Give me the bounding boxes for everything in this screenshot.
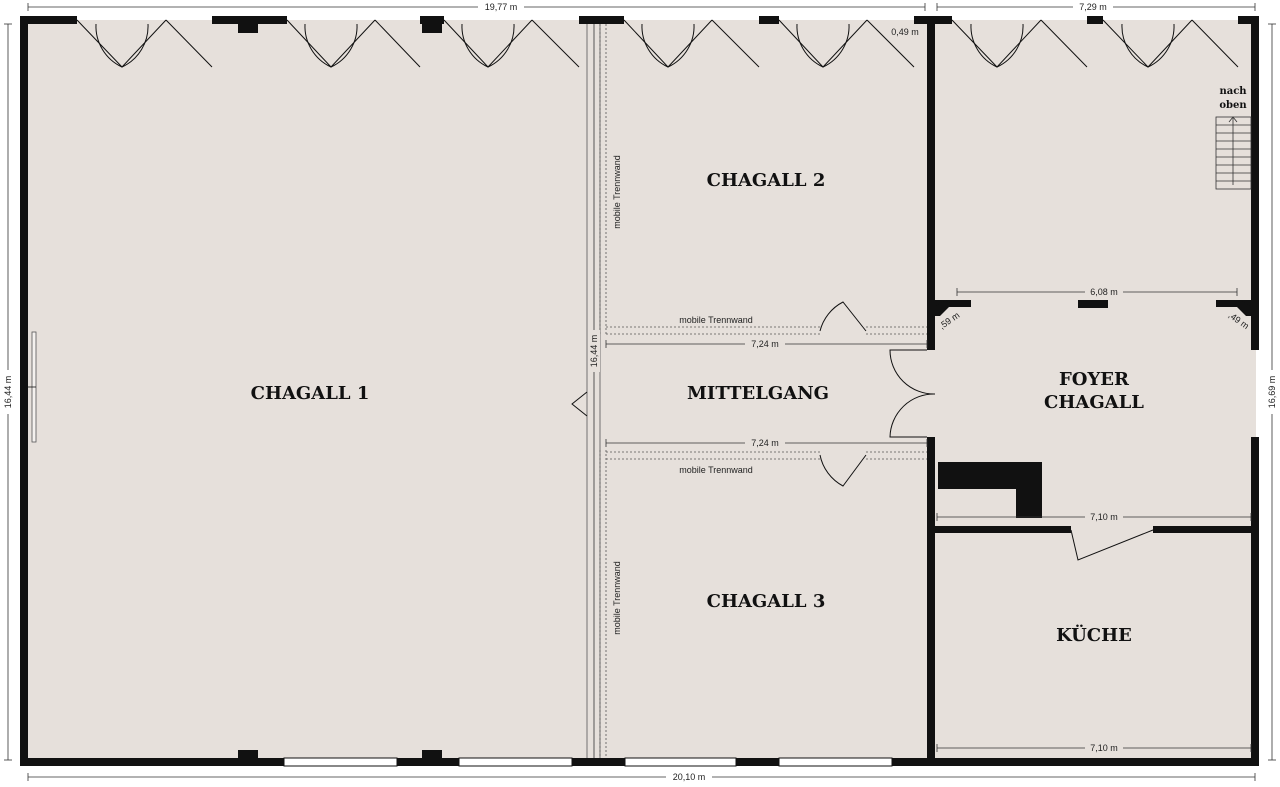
dim-partition-vertical: 16,44 m bbox=[589, 335, 599, 368]
dim-top-left: 19,77 m bbox=[485, 2, 518, 12]
wall-right-upper bbox=[1251, 16, 1259, 350]
wall-top-5 bbox=[759, 16, 779, 24]
left-wall-element bbox=[28, 331, 37, 443]
dim-right: 16,69 m bbox=[1267, 376, 1277, 409]
wall-center-lower bbox=[927, 437, 935, 766]
wall-right-lower bbox=[1251, 437, 1259, 766]
wall-bottom-3 bbox=[572, 758, 625, 766]
foyer-wall-right bbox=[1216, 300, 1251, 307]
top-doors bbox=[76, 19, 1239, 68]
trennwand-label-v-top: mobile Trennwand bbox=[612, 155, 622, 229]
dim-corner-top: 0,49 m bbox=[891, 27, 919, 37]
dim-kueche-bottom: 7,10 m bbox=[1090, 743, 1118, 753]
room-foyer-line2: CHAGALL bbox=[1044, 392, 1144, 413]
room-chagall-3: CHAGALL 3 bbox=[707, 591, 826, 612]
dim-foyer-bottom: 7,10 m bbox=[1090, 512, 1118, 522]
pillar-top-1 bbox=[238, 24, 258, 33]
stairs-label-line2: oben bbox=[1219, 100, 1247, 111]
trennwand-label-v-bottom: mobile Trennwand bbox=[612, 561, 622, 635]
foyer-corner-left bbox=[935, 300, 952, 316]
foyer-corner-right bbox=[1234, 300, 1251, 316]
dim-left: 16,44 m bbox=[3, 376, 13, 409]
wall-kitchen-left bbox=[935, 526, 1071, 533]
wall-top-3 bbox=[420, 16, 444, 24]
interior-walls bbox=[927, 16, 1251, 766]
bottom-windows bbox=[283, 757, 893, 767]
wall-top-2 bbox=[212, 16, 287, 24]
room-mittelgang: MITTELGANG bbox=[687, 383, 829, 404]
stairs bbox=[1215, 116, 1252, 190]
wall-kitchen-right bbox=[1153, 526, 1251, 533]
wall-left bbox=[20, 16, 28, 766]
stairs-label-line1: nach bbox=[1219, 86, 1247, 97]
trennwand-label-h-top: mobile Trennwand bbox=[679, 315, 753, 325]
mobile-partitions bbox=[586, 24, 927, 758]
wall-center-upper bbox=[927, 16, 935, 350]
dim-mittelgang-top: 7,24 m bbox=[751, 339, 779, 349]
dim-mittelgang-bottom: 7,24 m bbox=[751, 438, 779, 448]
pillar-bottom-2 bbox=[422, 750, 442, 758]
dim-foyer-width: 6,08 m bbox=[1090, 287, 1118, 297]
dim-top-right: 7,29 m bbox=[1079, 2, 1107, 12]
foyer-wall-left bbox=[935, 300, 971, 307]
trennwand-label-h-bottom: mobile Trennwand bbox=[679, 465, 753, 475]
wall-top-7 bbox=[1087, 16, 1103, 24]
dim-bottom: 20,10 m bbox=[673, 772, 706, 782]
pillar-top-2 bbox=[422, 24, 442, 33]
pillar-bottom-1 bbox=[238, 750, 258, 758]
wall-top-8 bbox=[1238, 16, 1259, 24]
wall-bottom-2 bbox=[397, 758, 459, 766]
wall-bottom-1 bbox=[20, 758, 284, 766]
floor-areas bbox=[24, 20, 1256, 762]
room-foyer-line1: FOYER bbox=[1059, 369, 1130, 390]
counter-block bbox=[938, 462, 1042, 518]
wall-bottom-4 bbox=[736, 758, 779, 766]
floor-main bbox=[24, 20, 930, 762]
wall-top-4 bbox=[579, 16, 624, 24]
wall-top-1 bbox=[20, 16, 77, 24]
room-chagall-1: CHAGALL 1 bbox=[251, 383, 370, 404]
wall-bottom-5 bbox=[892, 758, 1259, 766]
room-kueche: KÜCHE bbox=[1056, 623, 1132, 646]
foyer-pillar bbox=[1078, 300, 1108, 308]
interior-doors bbox=[571, 301, 1154, 561]
room-chagall-2: CHAGALL 2 bbox=[707, 170, 826, 191]
dimension-knockouts-floor bbox=[588, 286, 1123, 754]
floor-right bbox=[930, 20, 1256, 762]
